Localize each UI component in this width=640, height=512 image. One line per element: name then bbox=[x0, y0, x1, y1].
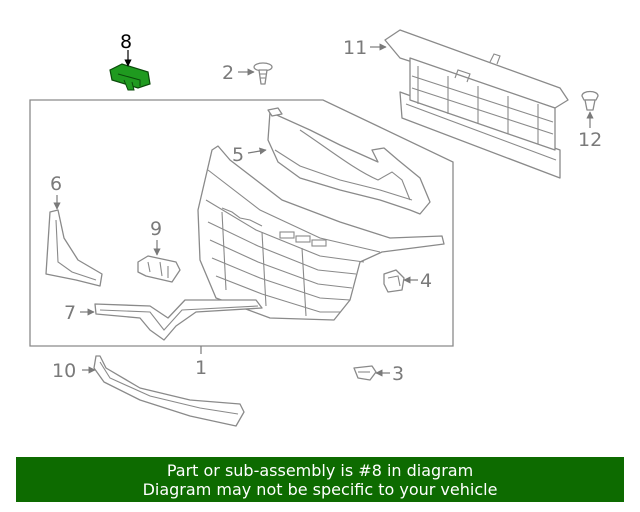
part-11-shutter-assembly[interactable] bbox=[384, 29, 569, 179]
part-7-chrome-molding[interactable] bbox=[94, 299, 263, 341]
callout-11: 11 bbox=[343, 37, 367, 59]
part-12-push-clip[interactable] bbox=[581, 90, 599, 111]
part-4-clip[interactable] bbox=[383, 269, 405, 293]
part-2-screw[interactable] bbox=[253, 62, 273, 85]
part-3-small-clip[interactable] bbox=[353, 365, 377, 381]
callout-8: 8 bbox=[120, 31, 132, 53]
callout-2: 2 bbox=[222, 62, 234, 84]
part-8-bracket-highlighted[interactable] bbox=[109, 63, 151, 91]
callout-1: 1 bbox=[195, 357, 207, 379]
info-banner: Part or sub-assembly is #8 in diagram Di… bbox=[16, 457, 624, 502]
callout-9: 9 bbox=[150, 218, 162, 240]
banner-line-disclaimer: Diagram may not be specific to your vehi… bbox=[142, 480, 498, 499]
callout-12: 12 bbox=[578, 129, 602, 151]
callout-5: 5 bbox=[232, 144, 244, 166]
part-1-main-grille[interactable] bbox=[197, 145, 445, 321]
part-10-lower-molding[interactable] bbox=[93, 355, 245, 427]
callout-6: 6 bbox=[50, 173, 62, 195]
callout-3: 3 bbox=[392, 363, 404, 385]
part-6-side-molding[interactable] bbox=[45, 209, 103, 287]
callout-7: 7 bbox=[64, 302, 76, 324]
part-5-upper-reinforcement[interactable] bbox=[267, 107, 431, 215]
leader-5 bbox=[247, 147, 267, 155]
banner-line-part-number: Part or sub-assembly is #8 in diagram bbox=[166, 461, 474, 480]
part-9-bracket[interactable] bbox=[137, 255, 181, 283]
assembly-outline bbox=[29, 99, 454, 347]
callout-4: 4 bbox=[420, 270, 432, 292]
parts-diagram: 8 2 11 12 5 6 9 4 7 1 10 3 bbox=[29, 29, 602, 427]
callout-10: 10 bbox=[52, 360, 76, 382]
